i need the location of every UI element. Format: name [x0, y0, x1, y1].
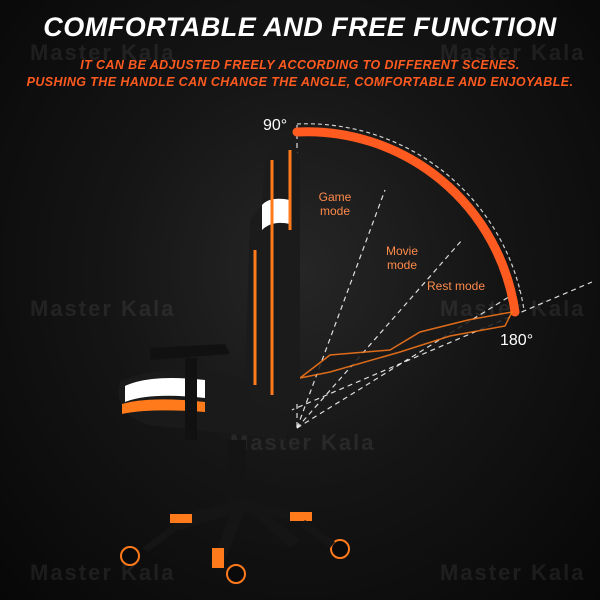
backrest-headpad — [262, 198, 290, 230]
angle-label-180: 180° — [500, 332, 534, 349]
recline-arc-outline — [296, 123, 525, 311]
chair-base — [120, 440, 350, 584]
backrest-trim — [270, 150, 292, 395]
armrest — [150, 344, 230, 360]
armrest-post — [185, 358, 197, 440]
subtitle-line-2: PUSHING THE HANDLE CAN CHANGE THE ANGLE,… — [26, 75, 574, 89]
recline-angle-arc — [292, 127, 520, 317]
watermark: Master Kala — [440, 40, 586, 65]
seat-trim — [122, 399, 205, 414]
watermark: Master Kala — [30, 560, 176, 585]
watermark: Master Kala — [440, 560, 586, 585]
movie-mode-label: Movie mode — [385, 244, 418, 272]
page-title: COMFORTABLE AND FREE FUNCTION — [43, 12, 557, 42]
flat-reference-line — [239, 281, 593, 433]
game-mode-label: Game mode — [318, 190, 352, 218]
watermark: Master Kala — [30, 296, 176, 321]
watermark: Master Kala — [30, 40, 176, 65]
game-mode-line — [296, 189, 386, 429]
rest-mode-label: Rest mode — [426, 279, 486, 293]
subtitle-line-1: IT CAN BE ADJUSTED FREELY ACCORDING TO D… — [80, 58, 520, 72]
movie-mode-line — [296, 239, 463, 429]
reclined-backrest-ghost — [299, 310, 514, 379]
rest-mode-line — [296, 289, 521, 429]
angle-label-90: 90° — [263, 117, 288, 134]
